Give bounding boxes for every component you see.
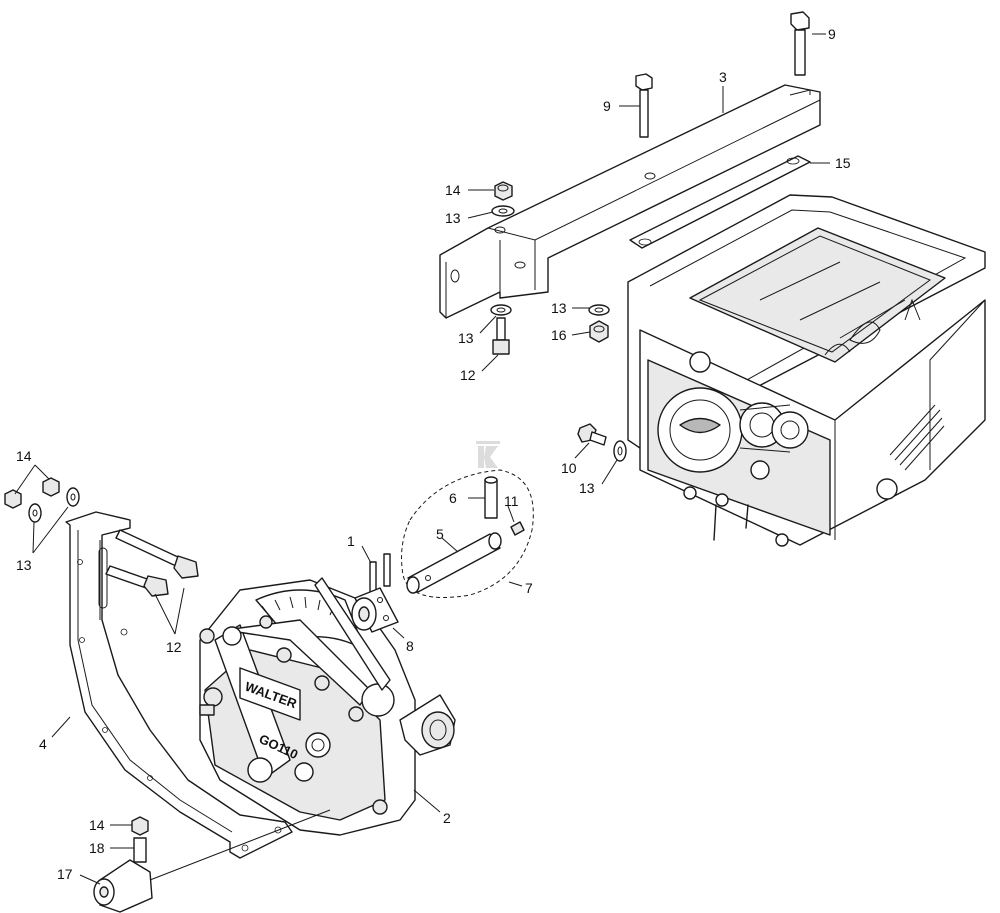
callout-14-bottom: 14 <box>89 817 105 833</box>
nut-14-upper <box>494 181 513 201</box>
washer-13-bracket <box>490 304 512 316</box>
mounting-bracket-3 <box>439 84 821 319</box>
callout-10: 10 <box>561 460 577 476</box>
callout-13-upper: 13 <box>445 210 461 226</box>
coupling-sleeve-8 <box>351 587 399 633</box>
coupling-17 <box>93 859 153 913</box>
callout-3: 3 <box>719 69 727 85</box>
callout-4: 4 <box>39 736 47 752</box>
pin-6 <box>484 476 498 519</box>
nut-14-bottom <box>131 816 149 836</box>
stud-18 <box>133 837 147 863</box>
callout-9-lower: 9 <box>603 98 611 114</box>
cap-screw-12-left-a <box>115 529 199 579</box>
callout-14-upper: 14 <box>445 182 461 198</box>
callout-15: 15 <box>835 155 851 171</box>
callout-5: 5 <box>436 526 444 542</box>
callout-13-lower-right: 13 <box>579 480 595 496</box>
nut-14-left-b <box>42 477 60 497</box>
callout-11: 11 <box>504 493 519 509</box>
cap-screw-12-left-b <box>105 565 169 597</box>
washer-13-right <box>588 304 610 316</box>
callout-16: 16 <box>551 327 567 343</box>
strap-15 <box>629 155 811 249</box>
bolt-9-upper <box>790 11 810 76</box>
callout-2: 2 <box>443 810 451 826</box>
grub-screw-11 <box>510 521 525 536</box>
callout-17: 17 <box>57 866 73 882</box>
washer-13-left-b <box>66 487 80 507</box>
callout-18: 18 <box>89 840 105 856</box>
axis-line-coupling <box>149 809 331 881</box>
bolt-9-lower <box>635 73 653 138</box>
bolt-10 <box>577 423 607 446</box>
callout-13-bracket: 13 <box>458 330 474 346</box>
frame-bracket-4 <box>65 511 293 859</box>
nut-16 <box>589 320 609 343</box>
washer-13-upper <box>491 205 515 217</box>
callout-8: 8 <box>406 638 414 654</box>
cap-screw-12-upper <box>492 317 510 355</box>
washer-13-lower-right <box>613 440 627 462</box>
callout-13-right: 13 <box>551 300 567 316</box>
callout-12-upper: 12 <box>460 367 476 383</box>
k-logo-watermark-icon <box>476 441 500 468</box>
gearbox-2: WALTER GO110 <box>199 577 456 836</box>
callout-6: 6 <box>449 490 457 506</box>
callout-12-left: 12 <box>166 639 182 655</box>
shaft-5 <box>406 532 502 594</box>
callout-9-upper: 9 <box>828 26 836 42</box>
spring-pins-1 <box>369 553 391 593</box>
callout-7: 7 <box>525 580 533 596</box>
dashed-assembly-7 <box>401 469 534 598</box>
leader-lines <box>14 33 830 885</box>
callout-1: 1 <box>347 533 355 549</box>
metering-unit-housing <box>627 194 986 547</box>
callout-14-left: 14 <box>16 448 32 464</box>
washer-13-left-a <box>28 503 42 523</box>
callout-labels: 9 9 3 15 14 13 13 16 13 12 10 13 6 11 5 … <box>16 26 851 882</box>
nut-14-left-a <box>4 489 22 509</box>
callout-13-left: 13 <box>16 557 32 573</box>
